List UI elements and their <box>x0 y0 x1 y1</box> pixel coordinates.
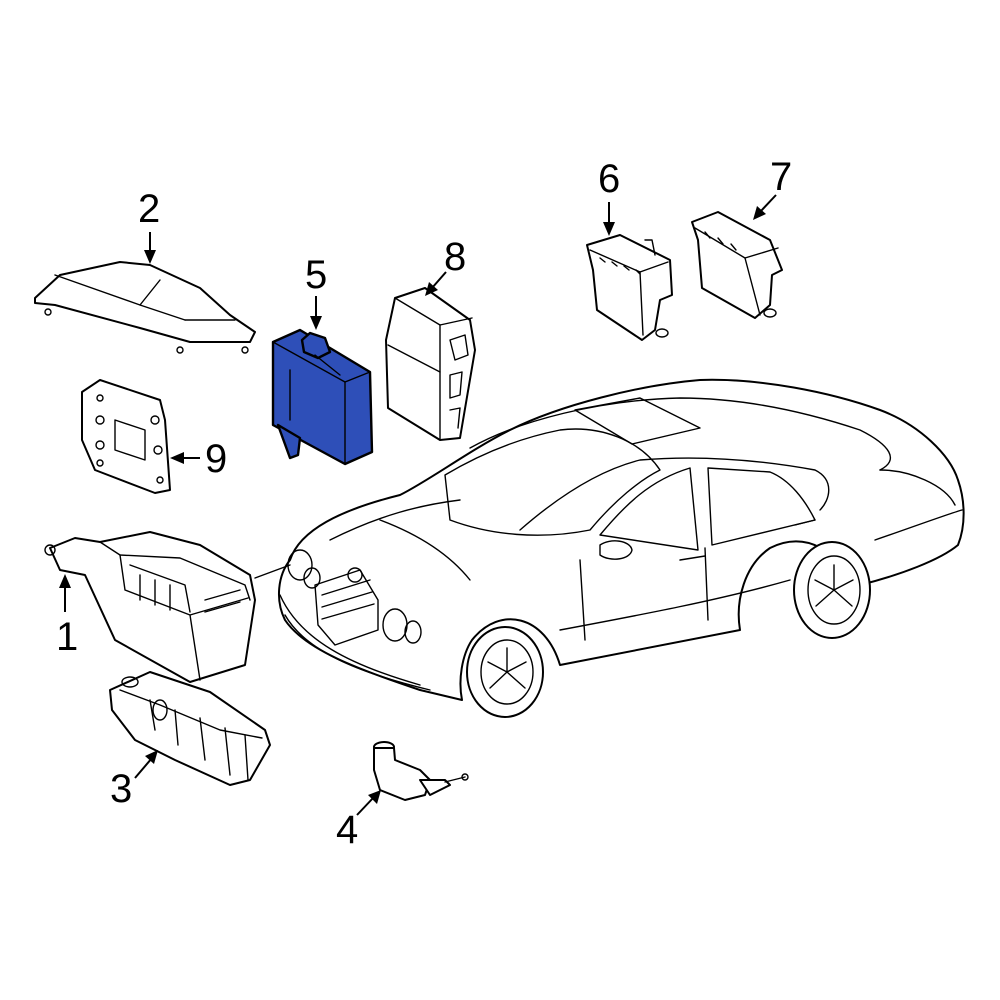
callout-5: 5 <box>305 253 327 297</box>
callout-9: 9 <box>205 437 227 481</box>
part-7-module <box>691 211 783 319</box>
callout-8: 8 <box>444 235 466 279</box>
callout-7: 7 <box>770 155 792 199</box>
part-5-control-module <box>271 328 374 466</box>
part-6-module <box>586 234 673 341</box>
callout-3: 3 <box>110 767 132 811</box>
car-illustration <box>278 378 965 718</box>
part-3-tray <box>109 671 271 786</box>
part-9-bracket <box>81 379 171 494</box>
part-2-cover <box>34 261 256 354</box>
callout-2: 2 <box>138 187 160 231</box>
callout-4: 4 <box>336 808 358 852</box>
callout-6: 6 <box>598 157 620 201</box>
part-8-module <box>385 287 476 441</box>
callouts: 1 2 3 4 5 6 7 8 9 <box>56 155 792 852</box>
part-4-sensor <box>373 741 469 801</box>
callout-1: 1 <box>56 615 78 659</box>
part-1-tray <box>44 531 291 683</box>
